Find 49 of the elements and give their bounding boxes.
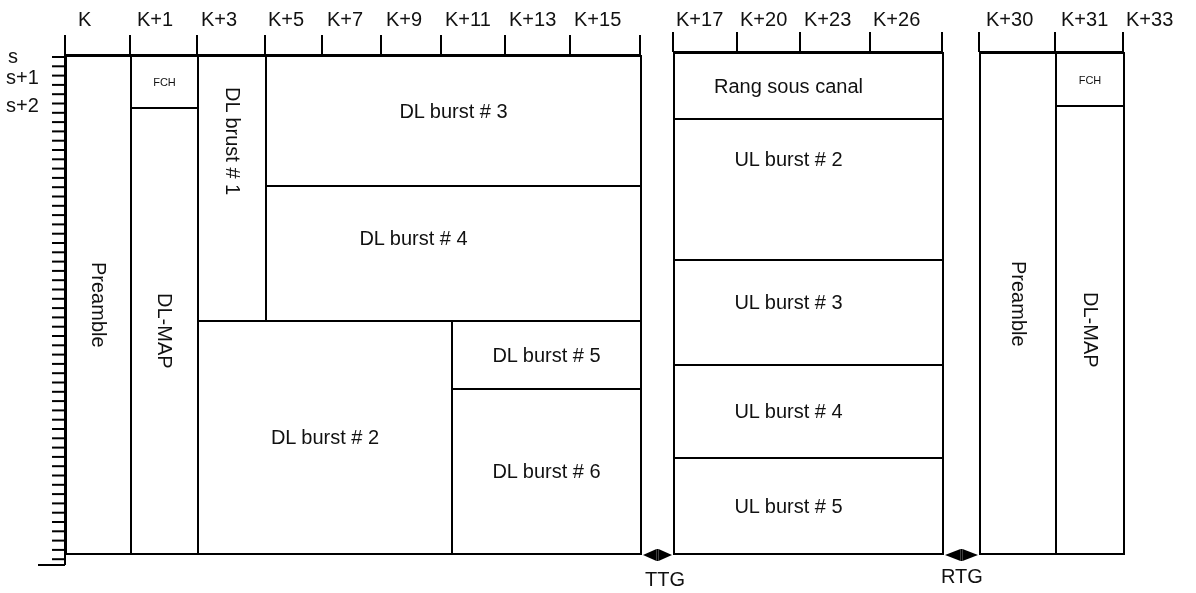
axis-label: K+5: [268, 8, 305, 31]
axis-label: K+20: [740, 8, 788, 31]
axis-label: K+15: [574, 8, 622, 31]
axis-label: K+23: [804, 8, 852, 31]
block-label: DL burst # 5: [492, 343, 601, 367]
block-label: DL brust # 1: [220, 87, 244, 196]
axis-label: K: [78, 8, 92, 31]
block-label: Preamble: [1006, 260, 1030, 347]
block-label: DL burst # 2: [270, 426, 380, 449]
axis-label: K+17: [676, 8, 724, 31]
frame-block: [451, 388, 642, 555]
frame-block: [979, 52, 1057, 555]
frame-block: [65, 55, 132, 555]
axis-label: K+31: [1061, 8, 1109, 31]
block-label: DL burst # 6: [492, 460, 601, 483]
axis-label: s+1: [6, 66, 39, 89]
axis-label: K+9: [386, 8, 423, 31]
axis-label: K+7: [327, 8, 364, 31]
frame-block: [1055, 105, 1125, 555]
block-label: UL burst # 3: [734, 291, 843, 314]
axis-label: K+33: [1126, 8, 1174, 31]
axis-label: K+26: [873, 8, 921, 31]
gap-label: TTG: [645, 568, 685, 591]
block-label: DL burst # 4: [359, 227, 468, 250]
axis-label: K+1: [137, 8, 174, 31]
block-label: FCH: [153, 76, 176, 88]
gap-label: RTG: [941, 565, 983, 588]
frame-block: [673, 118, 944, 261]
frame-block: [673, 364, 944, 459]
block-label: UL burst # 2: [734, 148, 843, 171]
frame-block: [673, 259, 944, 366]
frame-block: [673, 52, 944, 120]
block-label: FCH: [1078, 73, 1102, 86]
axis-label: K+11: [445, 8, 491, 31]
block-label: UL burst # 4: [734, 400, 843, 423]
frame-block: [265, 55, 642, 187]
block-label: DL burst # 3: [399, 99, 508, 123]
block-label: Rang sous canal: [714, 74, 863, 98]
axis-label: K+3: [201, 8, 238, 31]
block-label: DL-MAP: [1078, 292, 1102, 368]
axis-label: s+2: [6, 94, 39, 117]
block-label: DL-MAP: [153, 293, 176, 369]
frame-block: [1055, 52, 1125, 107]
axis-label: K+13: [509, 8, 557, 31]
block-label: UL burst # 5: [734, 494, 843, 518]
axis-label: s: [8, 45, 18, 68]
frame-block: [673, 457, 944, 555]
block-label: Preamble: [87, 262, 110, 348]
axis-label: K+30: [986, 8, 1034, 31]
